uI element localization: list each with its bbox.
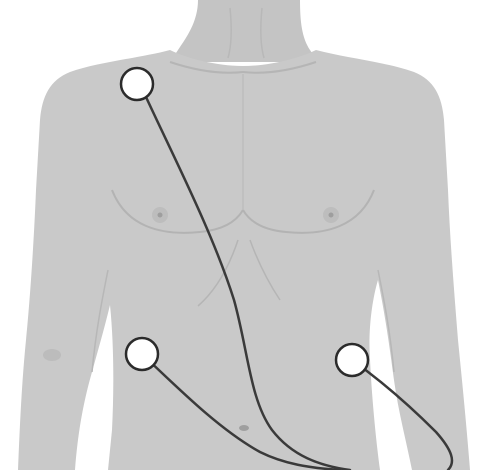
neck bbox=[170, 0, 318, 62]
nipple-left bbox=[152, 207, 168, 223]
left-leg-electrode bbox=[336, 344, 368, 376]
nipple-right bbox=[323, 207, 339, 223]
right-arm-electrode bbox=[121, 68, 153, 100]
right-leg-electrode bbox=[126, 338, 158, 370]
elbow-left bbox=[43, 349, 61, 361]
navel bbox=[239, 425, 249, 431]
torso-shape bbox=[18, 50, 470, 470]
